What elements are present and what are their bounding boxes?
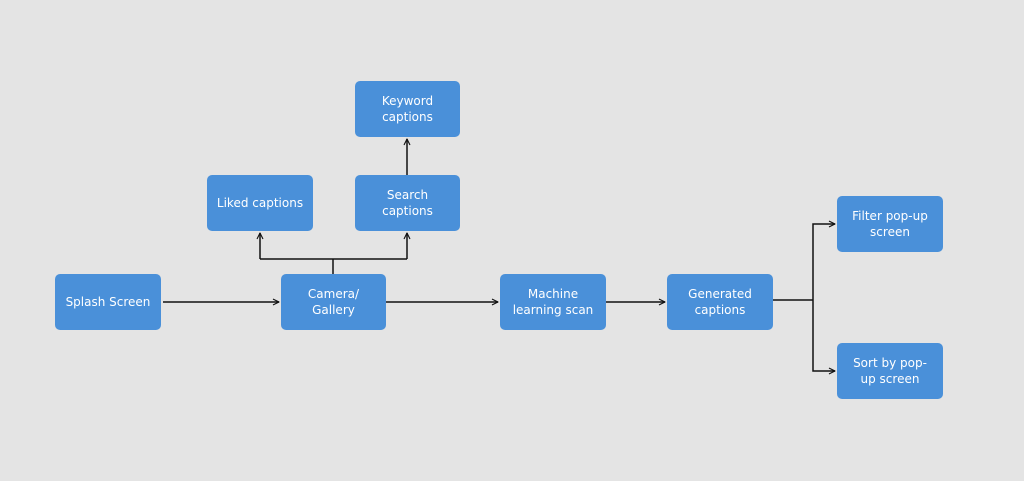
node-search-captions: Search captions bbox=[355, 175, 460, 231]
node-camera-gallery: Camera/ Gallery bbox=[281, 274, 386, 330]
node-keyword-captions: Keyword captions bbox=[355, 81, 460, 137]
edge-generated-to-sort bbox=[812, 300, 836, 375]
node-generated-captions: Generated captions bbox=[667, 274, 773, 330]
node-liked-captions: Liked captions bbox=[207, 175, 313, 231]
node-machine-learning-scan: Machine learning scan bbox=[500, 274, 606, 330]
node-sort-by-popup-screen: Sort by pop- up screen bbox=[837, 343, 943, 399]
edge-generated-to-filter bbox=[812, 220, 836, 300]
node-splash-screen: Splash Screen bbox=[55, 274, 161, 330]
node-filter-popup-screen: Filter pop-up screen bbox=[837, 196, 943, 252]
